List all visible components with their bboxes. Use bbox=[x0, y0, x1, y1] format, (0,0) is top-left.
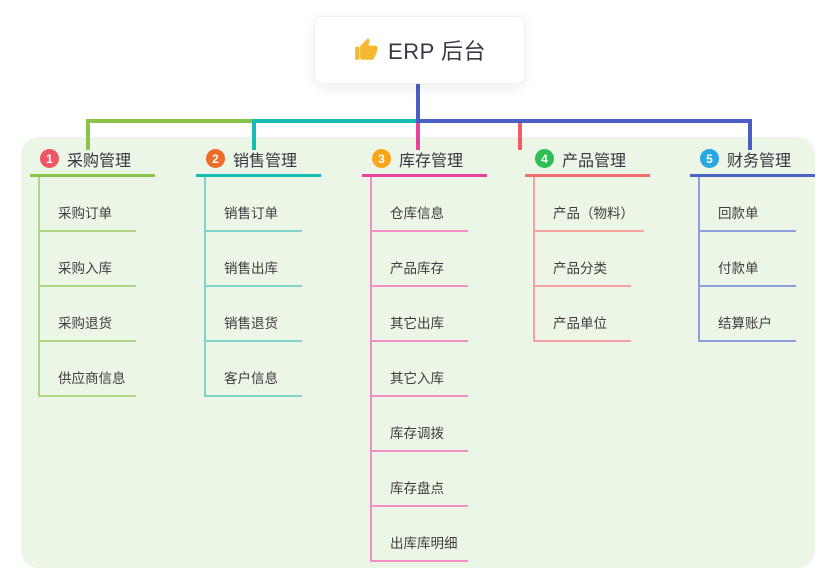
branch-procurement-header[interactable]: 1 采购管理 bbox=[30, 143, 155, 177]
branch-number-badge: 2 bbox=[206, 149, 225, 168]
branch-sales: 2 销售管理 销售订单 销售出库 销售退货 客户信息 bbox=[196, 143, 321, 397]
connector-bus-green bbox=[86, 119, 256, 123]
node-item-label: 库存盘点 bbox=[390, 481, 444, 496]
connector-bus-teal bbox=[252, 119, 420, 123]
connector-branch1-drop bbox=[86, 119, 90, 150]
node-item-label: 产品单位 bbox=[553, 316, 607, 331]
node-item[interactable]: 销售出库 bbox=[206, 232, 302, 287]
branch-label: 库存管理 bbox=[399, 152, 464, 170]
node-item-label: 采购订单 bbox=[58, 206, 112, 221]
node-item-label: 采购退货 bbox=[58, 316, 112, 331]
branch-inventory: 3 库存管理 仓库信息 产品库存 其它出库 其它入库 库存调拨 库存盘点 出库库… bbox=[362, 143, 487, 562]
node-item[interactable]: 销售退货 bbox=[206, 287, 302, 342]
node-item[interactable]: 仓库信息 bbox=[372, 177, 468, 232]
node-item[interactable]: 付款单 bbox=[700, 232, 796, 287]
branch-label: 采购管理 bbox=[67, 152, 132, 170]
connector-branch2-drop bbox=[252, 119, 256, 150]
node-item[interactable]: 结算账户 bbox=[700, 287, 796, 342]
branch-inventory-header[interactable]: 3 库存管理 bbox=[362, 143, 487, 177]
node-item-label: 付款单 bbox=[718, 261, 759, 276]
node-item-label: 销售退货 bbox=[224, 316, 278, 331]
node-item-label: 销售出库 bbox=[224, 261, 278, 276]
node-item[interactable]: 回款单 bbox=[700, 177, 796, 232]
connector-branch5-drop bbox=[748, 119, 752, 150]
branch-finance: 5 财务管理 回款单 付款单 结算账户 bbox=[690, 143, 815, 342]
node-item-label: 仓库信息 bbox=[390, 206, 444, 221]
node-item-label: 产品（物料） bbox=[553, 206, 634, 221]
branch-number-badge: 1 bbox=[40, 149, 59, 168]
node-item-label: 库存调拨 bbox=[390, 426, 444, 441]
node-item-label: 其它入库 bbox=[390, 371, 444, 386]
node-item[interactable]: 其它入库 bbox=[372, 342, 468, 397]
node-item-label: 其它出库 bbox=[390, 316, 444, 331]
node-item-label: 结算账户 bbox=[718, 316, 772, 331]
branch-sales-header[interactable]: 2 销售管理 bbox=[196, 143, 321, 177]
node-item-label: 供应商信息 bbox=[58, 371, 126, 386]
node-item-label: 出库库明细 bbox=[390, 536, 458, 551]
branch-procurement-items: 采购订单 采购入库 采购退货 供应商信息 bbox=[38, 177, 155, 397]
node-item[interactable]: 供应商信息 bbox=[40, 342, 136, 397]
node-item[interactable]: 其它出库 bbox=[372, 287, 468, 342]
node-item[interactable]: 销售订单 bbox=[206, 177, 302, 232]
node-item[interactable]: 采购退货 bbox=[40, 287, 136, 342]
node-item[interactable]: 产品库存 bbox=[372, 232, 468, 287]
branch-sales-items: 销售订单 销售出库 销售退货 客户信息 bbox=[204, 177, 321, 397]
node-item[interactable]: 产品（物料） bbox=[535, 177, 644, 232]
node-item-label: 产品库存 bbox=[390, 261, 444, 276]
branch-number-badge: 3 bbox=[372, 149, 391, 168]
node-item[interactable]: 客户信息 bbox=[206, 342, 302, 397]
connector-bus-blue bbox=[416, 119, 752, 123]
connector-branch4-drop bbox=[518, 119, 522, 150]
root-node-erp[interactable]: ERP 后台 bbox=[314, 16, 525, 84]
branch-product-header[interactable]: 4 产品管理 bbox=[525, 143, 650, 177]
branch-label: 产品管理 bbox=[562, 152, 627, 170]
node-item-label: 采购入库 bbox=[58, 261, 112, 276]
connector-branch3-drop bbox=[416, 121, 420, 150]
node-item[interactable]: 产品分类 bbox=[535, 232, 631, 287]
branch-product-items: 产品（物料） 产品分类 产品单位 bbox=[533, 177, 650, 342]
node-item[interactable]: 采购入库 bbox=[40, 232, 136, 287]
branch-number-badge: 4 bbox=[535, 149, 554, 168]
branch-number-badge: 5 bbox=[700, 149, 719, 168]
node-item-label: 客户信息 bbox=[224, 371, 278, 386]
connector-root-drop bbox=[416, 84, 420, 123]
branch-inventory-items: 仓库信息 产品库存 其它出库 其它入库 库存调拨 库存盘点 出库库明细 bbox=[370, 177, 487, 562]
thumbs-up-icon bbox=[353, 37, 379, 63]
branch-finance-header[interactable]: 5 财务管理 bbox=[690, 143, 815, 177]
node-item[interactable]: 出库库明细 bbox=[372, 507, 468, 562]
node-item[interactable]: 采购订单 bbox=[40, 177, 136, 232]
node-item-label: 销售订单 bbox=[224, 206, 278, 221]
node-item-label: 产品分类 bbox=[553, 261, 607, 276]
branch-label: 财务管理 bbox=[727, 152, 792, 170]
node-item-label: 回款单 bbox=[718, 206, 759, 221]
branch-procurement: 1 采购管理 采购订单 采购入库 采购退货 供应商信息 bbox=[30, 143, 155, 397]
root-node-label: ERP 后台 bbox=[388, 39, 486, 64]
node-item[interactable]: 库存调拨 bbox=[372, 397, 468, 452]
node-item[interactable]: 产品单位 bbox=[535, 287, 631, 342]
branch-label: 销售管理 bbox=[233, 152, 298, 170]
branch-finance-items: 回款单 付款单 结算账户 bbox=[698, 177, 815, 342]
branch-product: 4 产品管理 产品（物料） 产品分类 产品单位 bbox=[525, 143, 650, 342]
node-item[interactable]: 库存盘点 bbox=[372, 452, 468, 507]
mindmap-panel bbox=[21, 137, 815, 568]
